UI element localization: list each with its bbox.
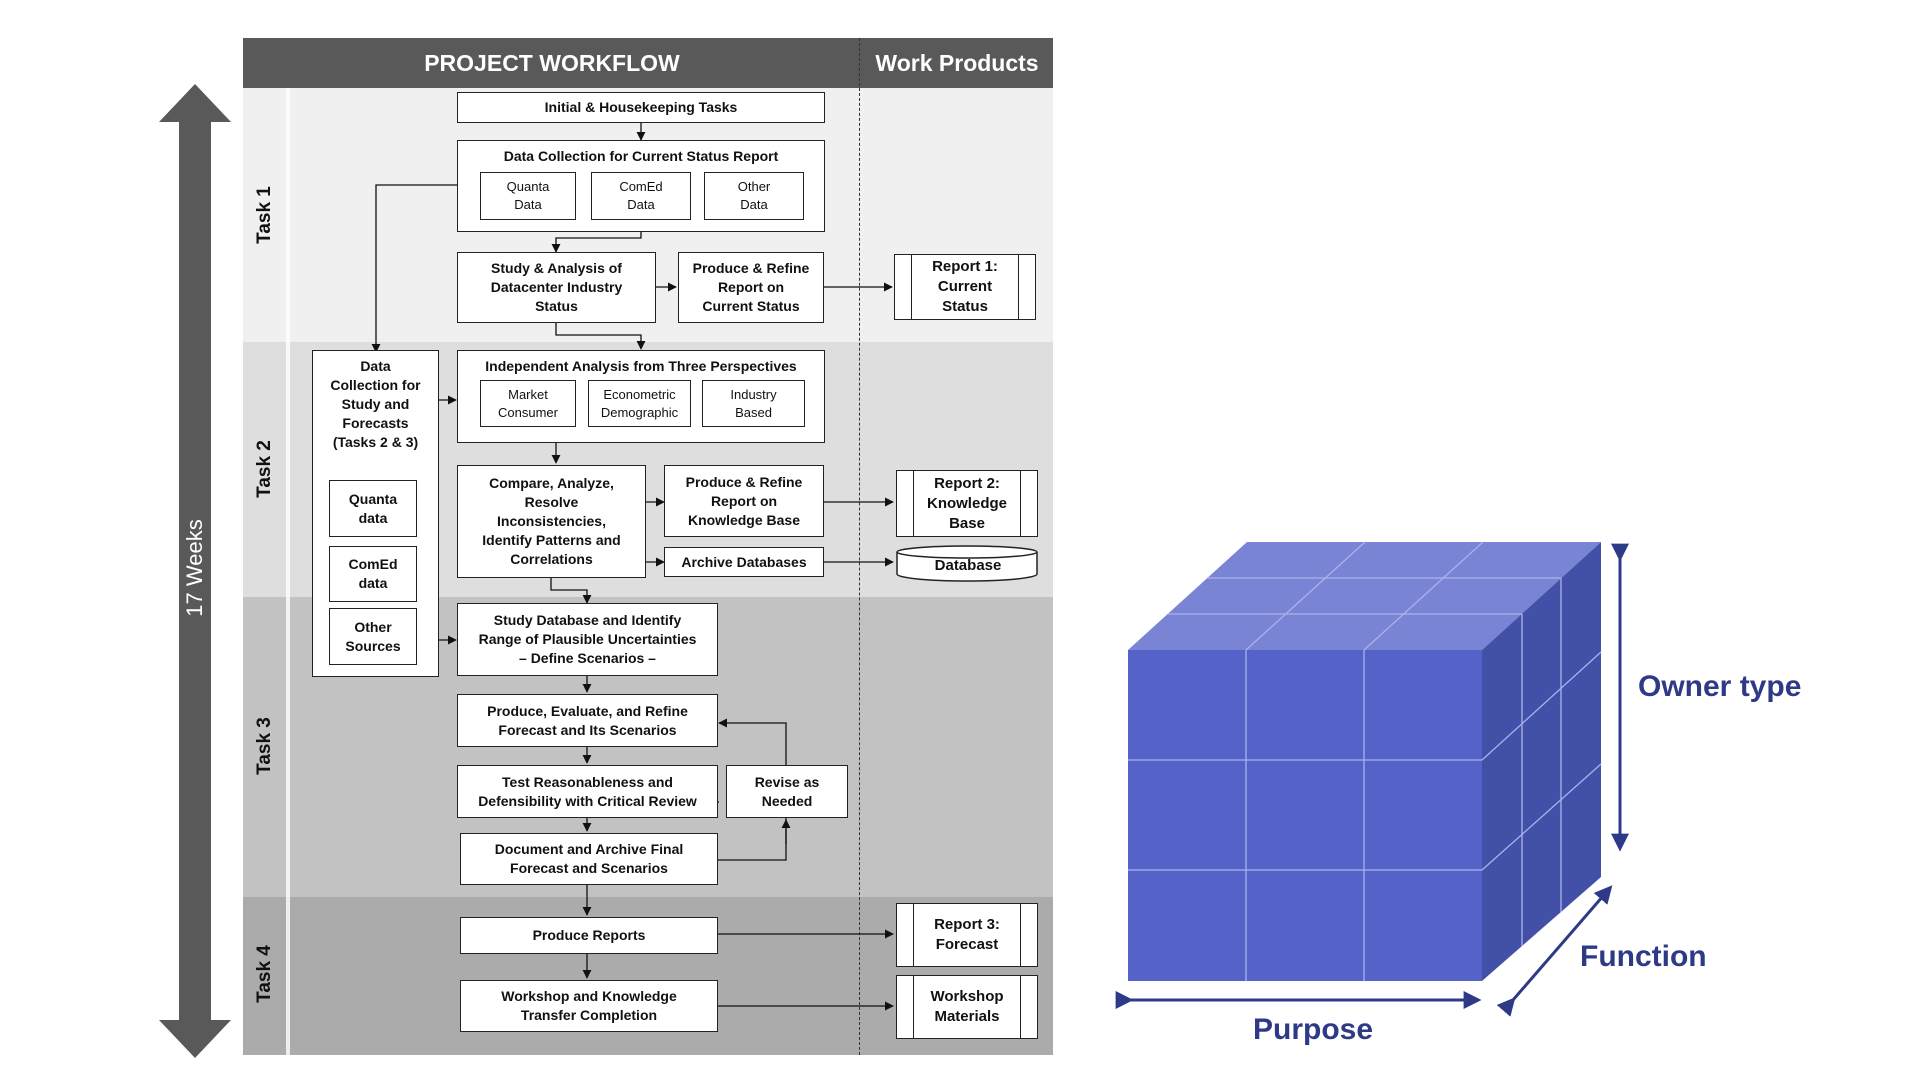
cube-front-face [1128, 650, 1482, 981]
compare-analyze-text: Compare, Analyze, Resolve Inconsistencie… [482, 475, 621, 567]
data-collection-current-title: Data Collection for Current Status Repor… [503, 148, 779, 164]
cube-right-face [1482, 542, 1601, 981]
quanta-data-text: Quanta Data [506, 179, 550, 212]
workshop-knowledge-box: Workshop and Knowledge Transfer Completi… [460, 980, 718, 1032]
study-database-text: Study Database and Identify Range of Pla… [478, 612, 697, 666]
project-workflow-title: PROJECT WORKFLOW [424, 49, 680, 76]
workshop-knowledge-text: Workshop and Knowledge Transfer Completi… [501, 988, 677, 1023]
market-consumer-text: Market Consumer [498, 386, 558, 420]
comed-side-box: ComEd data [329, 546, 417, 602]
comed-data-box: ComEd Data [591, 172, 691, 220]
test-reasonableness-box: Test Reasonableness and Defensibility wi… [457, 765, 718, 818]
econometric-box: Econometric Demographic [588, 380, 691, 427]
report2-box: Report 2: Knowledge Base [896, 470, 1038, 537]
produce-refine-knowledge-text: Produce & Refine Report on Knowledge Bas… [685, 473, 803, 528]
industry-based-text: Industry Based [730, 386, 777, 420]
report1-text: Report 1: Current Status [911, 255, 1019, 319]
compare-analyze-box: Compare, Analyze, Resolve Inconsistencie… [457, 465, 646, 578]
workshop-materials-text: Workshop Materials [913, 976, 1021, 1038]
report3-box: Report 3: Forecast [896, 903, 1038, 967]
other-sources-text: Other Sources [345, 618, 401, 654]
task-label-divider [286, 88, 290, 1055]
classification-cube [1128, 541, 1602, 981]
produce-refine-current-text: Produce & Refine Report on Current Statu… [692, 260, 810, 314]
database-label: Database [934, 557, 1002, 574]
document-archive-box: Document and Archive Final Forecast and … [460, 833, 718, 885]
other-data-text: Other Data [737, 179, 771, 212]
work-products-separator [859, 38, 860, 1055]
study-database-box: Study Database and Identify Range of Pla… [457, 603, 718, 676]
work-products-header: Work Products [861, 38, 1053, 88]
duration-arrow [159, 84, 231, 1058]
workshop-materials-box: Workshop Materials [896, 975, 1038, 1039]
purpose-label: Purpose [1253, 1013, 1374, 1046]
other-sources-box: Other Sources [329, 608, 417, 665]
produce-reports-box: Produce Reports [460, 917, 718, 954]
quanta-data-box: Quanta Data [480, 172, 576, 220]
other-data-box: Other Data [704, 172, 804, 220]
archive-databases-text: Archive Databases [681, 553, 807, 570]
function-label: Function [1580, 940, 1707, 973]
produce-refine-knowledge-box: Produce & Refine Report on Knowledge Bas… [664, 465, 824, 537]
industry-based-box: Industry Based [702, 380, 805, 427]
market-consumer-box: Market Consumer [480, 380, 576, 427]
report3-text: Report 3: Forecast [913, 904, 1021, 966]
data-collection-side-text: Data Collection for Study and Forecasts … [330, 358, 421, 450]
produce-evaluate-text: Produce, Evaluate, and Refine Forecast a… [487, 702, 688, 738]
initial-tasks-text: Initial & Housekeeping Tasks [544, 99, 738, 115]
initial-tasks-box: Initial & Housekeeping Tasks [457, 92, 825, 123]
produce-reports-text: Produce Reports [532, 927, 646, 943]
document-archive-text: Document and Archive Final Forecast and … [494, 841, 684, 876]
archive-databases-box: Archive Databases [664, 547, 824, 577]
quanta-side-text: Quanta data [348, 490, 398, 526]
test-reasonableness-text: Test Reasonableness and Defensibility wi… [478, 773, 697, 809]
revise-as-needed-box: Revise as Needed [726, 765, 848, 818]
produce-refine-current-box: Produce & Refine Report on Current Statu… [678, 252, 824, 323]
econometric-text: Econometric Demographic [600, 386, 679, 420]
quanta-side-box: Quanta data [329, 480, 417, 537]
owner-type-label: Owner type [1638, 670, 1802, 703]
study-analysis-box: Study & Analysis of Datacenter Industry … [457, 252, 656, 323]
independent-analysis-title: Independent Analysis from Three Perspect… [485, 358, 797, 374]
database-cylinder [896, 545, 1038, 582]
comed-side-text: ComEd data [348, 556, 398, 591]
produce-evaluate-box: Produce, Evaluate, and Refine Forecast a… [457, 694, 718, 747]
function-axis [1496, 885, 1613, 1017]
study-analysis-text: Study & Analysis of Datacenter Industry … [490, 260, 623, 314]
project-workflow-header: PROJECT WORKFLOW [243, 38, 861, 88]
comed-data-text: ComEd Data [619, 179, 663, 212]
report2-text: Report 2: Knowledge Base [913, 471, 1021, 536]
work-products-title: Work Products [875, 49, 1039, 76]
revise-as-needed-text: Revise as Needed [754, 773, 820, 809]
report1-box: Report 1: Current Status [894, 254, 1036, 320]
cube-top-face [1128, 542, 1601, 650]
